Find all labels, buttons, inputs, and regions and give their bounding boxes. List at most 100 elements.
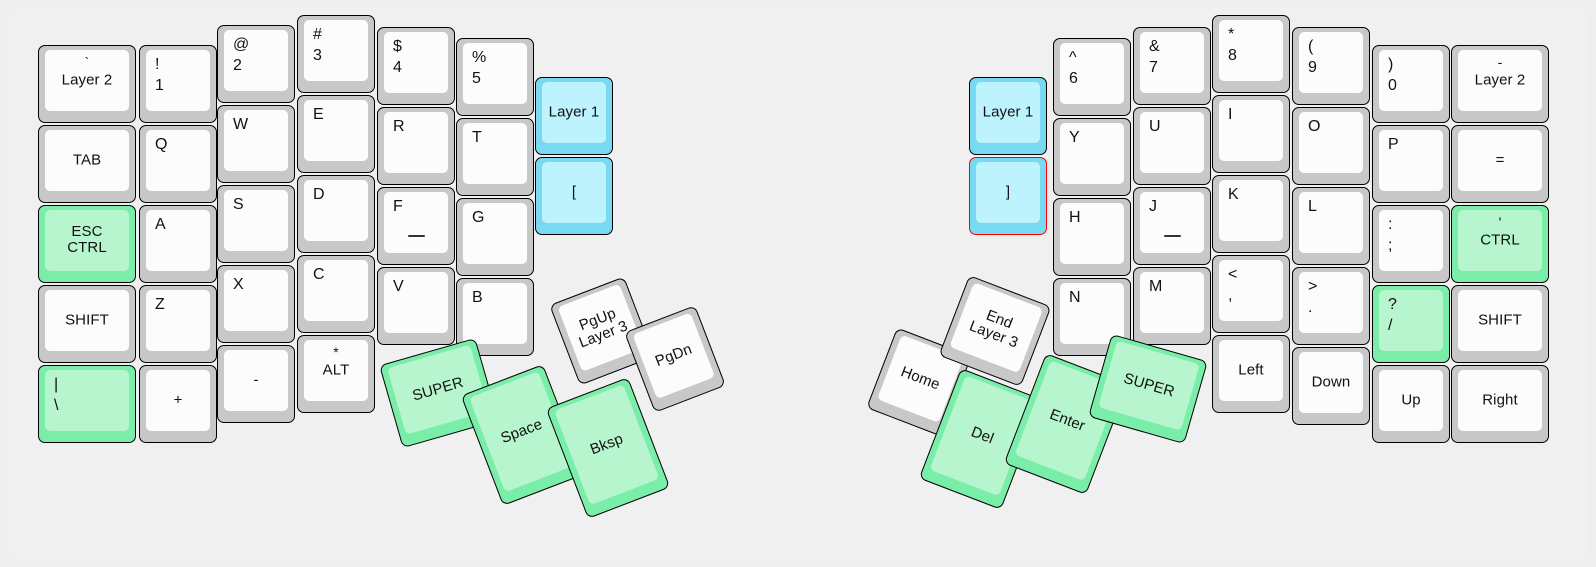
key-legend-primary: / [1388,317,1393,335]
key-minus-left[interactable]: - [217,345,295,423]
key-layer1-right[interactable]: Layer 1 [969,77,1047,155]
key-pipe-backslash[interactable]: |\ [38,365,136,443]
key-d[interactable]: D [297,175,375,253]
keycap-surface: Q [146,130,210,191]
key-legend-primary: CTRL [1480,231,1520,249]
key-equal[interactable]: = [1451,125,1549,203]
key-g[interactable]: G [456,198,534,276]
key-f[interactable]: F [377,187,455,265]
key-4[interactable]: $4 [377,27,455,105]
keycap-surface: ESC CTRL [45,210,129,271]
key-legend-primary: ; [1388,237,1393,255]
keycap-surface: |\ [45,370,129,431]
key-legend-primary: PgUp Layer 3 [576,304,631,352]
key-0[interactable]: )0 [1372,45,1450,123]
key-legend-primary: N [1069,289,1081,306]
key-i[interactable]: I [1212,95,1290,173]
key-3[interactable]: #3 [297,15,375,93]
key-r[interactable]: R [377,107,455,185]
key-legend-primary: TAB [72,151,102,169]
keycap-surface: `Layer 2 [45,50,129,111]
key-shift-left[interactable]: SHIFT [38,285,136,363]
key-z[interactable]: Z [139,285,217,363]
key-down-arrow[interactable]: Down [1292,347,1370,425]
key-e[interactable]: E [297,95,375,173]
key-bracket-left[interactable]: [ [535,157,613,235]
key-legend-primary: ESC CTRL [67,222,107,257]
key-h[interactable]: H [1053,198,1131,276]
key-2[interactable]: @2 [217,25,295,103]
keycap-surface: Z [146,290,210,351]
key-legend-shifted: : [1388,216,1393,233]
key-w[interactable]: W [217,105,295,183]
keycap-surface: K [1219,180,1283,241]
key-y[interactable]: Y [1053,118,1131,196]
key-quote-ctrl[interactable]: 'CTRL [1451,205,1549,283]
key-period[interactable]: >. [1292,267,1370,345]
key-legend-primary: 0 [1388,77,1397,95]
key-x[interactable]: X [217,265,295,343]
keycap-surface: SHIFT [1458,290,1542,351]
key-legend-primary: 9 [1308,59,1317,77]
key-b[interactable]: B [456,278,534,356]
key-c[interactable]: C [297,255,375,333]
key-up-arrow[interactable]: Up [1372,365,1450,443]
keycap-surface: Left [1219,340,1283,401]
key-legend-primary: Home [898,362,943,394]
key-legend-primary: K [1228,186,1239,203]
key-l[interactable]: L [1292,187,1370,265]
key-k[interactable]: K [1212,175,1290,253]
key-plus[interactable]: + [139,365,217,443]
key-t[interactable]: T [456,118,534,196]
key-u[interactable]: U [1133,107,1211,185]
key-v[interactable]: V [377,267,455,345]
key-6[interactable]: ^6 [1053,38,1131,116]
key-1[interactable]: !1 [139,45,217,123]
key-7[interactable]: &7 [1133,27,1211,105]
key-bracket-right[interactable]: ] [969,157,1047,235]
key-j[interactable]: J [1133,187,1211,265]
key-tab[interactable]: TAB [38,125,136,203]
key-layer1-left[interactable]: Layer 1 [535,77,613,155]
keycap-surface: )0 [1379,50,1443,111]
key-semicolon[interactable]: :; [1372,205,1450,283]
keycap-surface: X [224,270,288,331]
keycap-surface: W [224,110,288,171]
keycap-surface: F [384,192,448,253]
key-9[interactable]: (9 [1292,27,1370,105]
key-shift-right[interactable]: SHIFT [1451,285,1549,363]
keycap-surface: *8 [1219,20,1283,81]
key-grave-layer2[interactable]: `Layer 2 [38,45,136,123]
key-legend-primary: Left [1238,361,1264,379]
key-legend-primary: , [1228,287,1233,305]
key-legend-primary: Down [1311,373,1351,391]
key-q[interactable]: Q [139,125,217,203]
key-5[interactable]: %5 [456,38,534,116]
keycap-surface: Layer 1 [542,82,606,143]
key-legend-primary: [ [571,183,577,201]
key-legend-primary: C [313,266,325,283]
keycap-surface: M [1140,272,1204,333]
key-a[interactable]: A [139,205,217,283]
key-minus-layer2[interactable]: -Layer 2 [1451,45,1549,123]
key-legend-shifted: ' [1498,214,1502,230]
key-comma[interactable]: <, [1212,255,1290,333]
key-asterisk-alt[interactable]: *ALT [297,335,375,413]
keycap-surface: D [304,180,368,241]
keycap-surface: A [146,210,210,271]
homing-bar-indicator [408,234,425,237]
key-right-arrow[interactable]: Right [1451,365,1549,443]
key-m[interactable]: M [1133,267,1211,345]
key-legend-primary: M [1149,278,1163,295]
key-slash[interactable]: ?/ [1372,285,1450,363]
key-legend-primary: T [472,129,482,146]
key-legend-primary: E [313,106,324,123]
key-8[interactable]: *8 [1212,15,1290,93]
key-o[interactable]: O [1292,107,1370,185]
key-esc-ctrl[interactable]: ESC CTRL [38,205,136,283]
key-left-arrow[interactable]: Left [1212,335,1290,413]
key-legend-shifted: > [1308,278,1318,295]
key-s[interactable]: S [217,185,295,263]
key-p[interactable]: P [1372,125,1450,203]
